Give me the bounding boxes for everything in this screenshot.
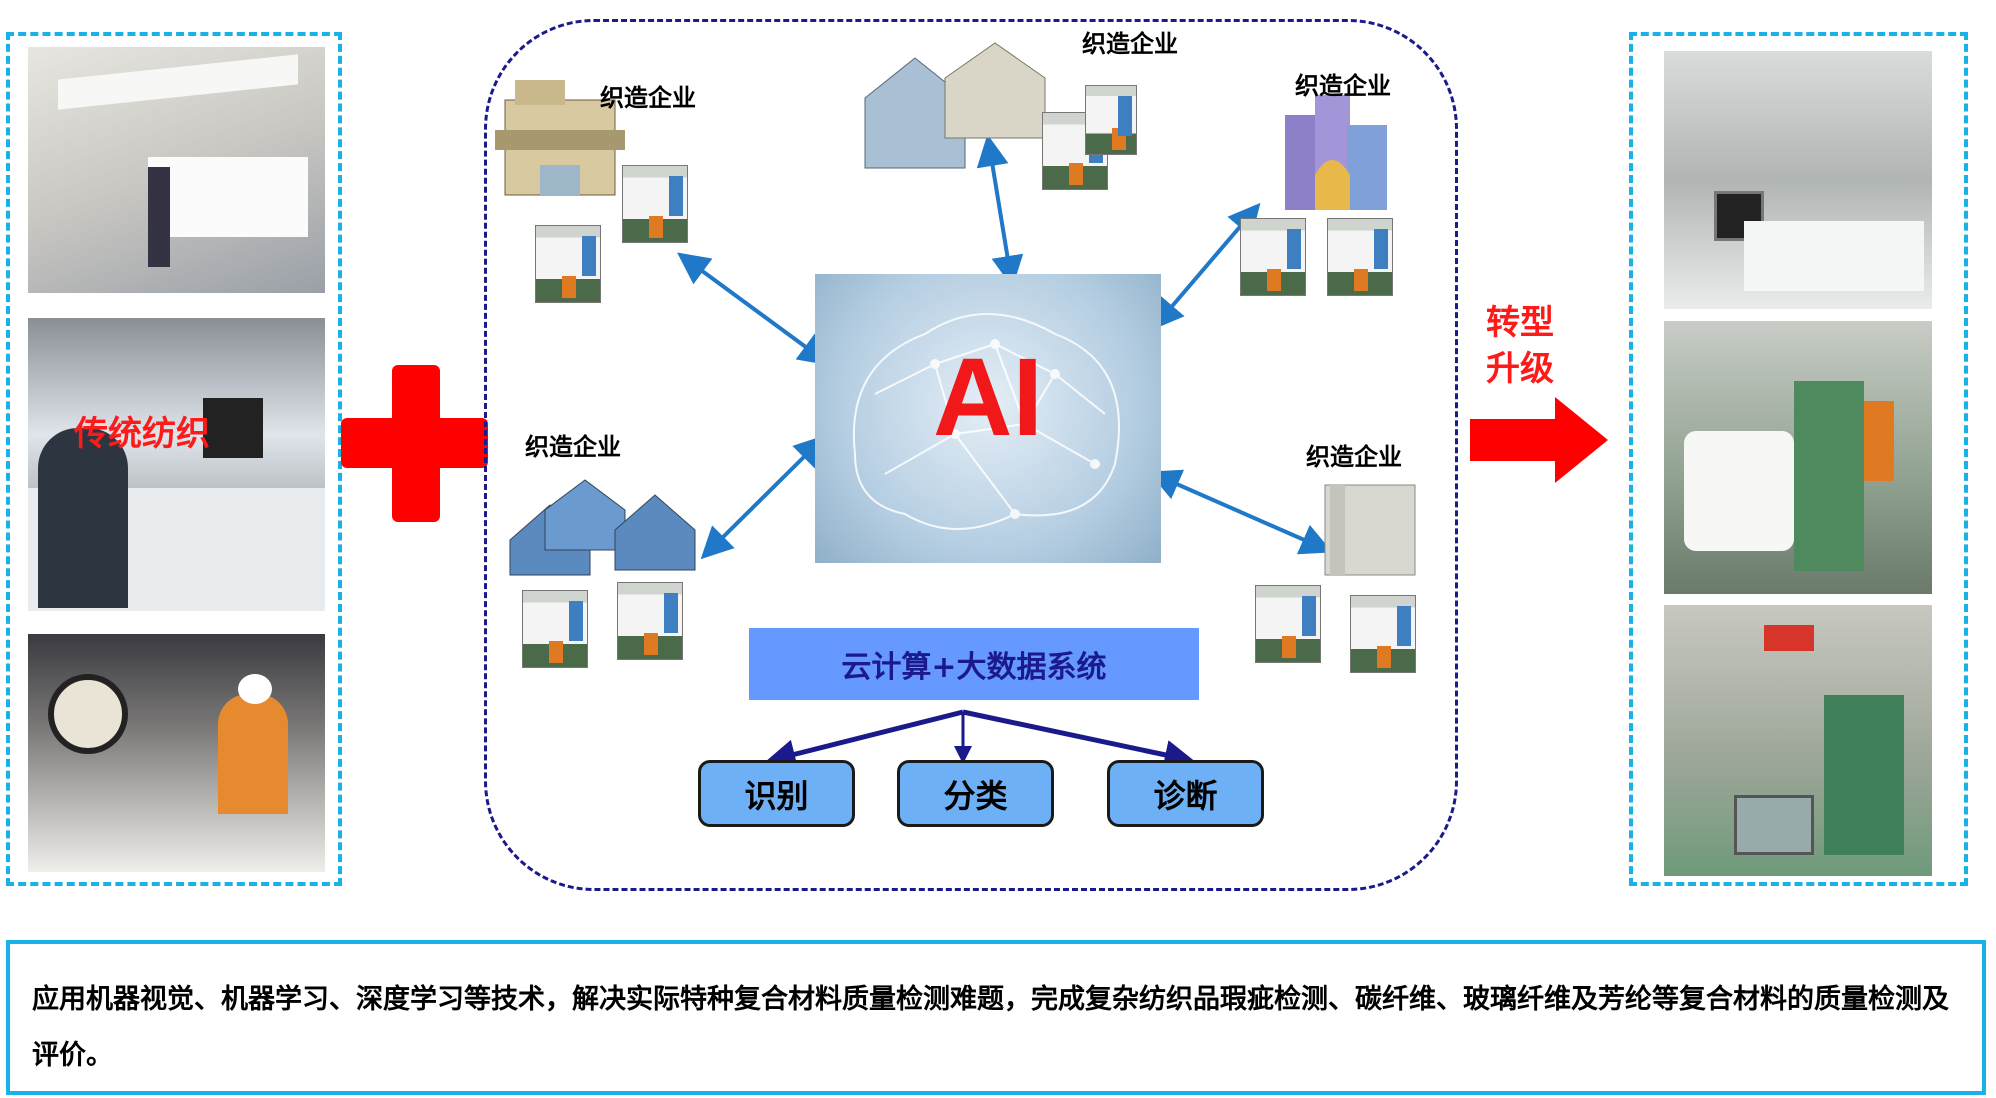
system-label: 云计算+大数据系统	[841, 650, 1107, 685]
houses-icon	[864, 42, 1046, 169]
houses-icon	[509, 479, 696, 576]
loom-machine-icon	[535, 225, 601, 303]
arrow-enterprise-3	[1151, 202, 1261, 331]
loom-machine-icon	[1255, 585, 1321, 663]
photo-worker-machine	[28, 318, 325, 611]
enterprise-label-1: 织造企业	[600, 84, 696, 112]
loom-machine-icon	[1240, 218, 1306, 296]
right-arrow-icon	[1470, 397, 1608, 483]
enterprise-label-5: 织造企业	[1306, 443, 1402, 471]
output-classify: 分类	[897, 760, 1054, 827]
upgraded-factory-panel	[1629, 32, 1968, 886]
loom-machine-icon	[1327, 218, 1393, 296]
enterprise-label-3: 织造企业	[1295, 72, 1391, 100]
arrow-enterprise-1	[677, 252, 831, 366]
office-building-icon	[1324, 484, 1416, 576]
transform-label-line2: 升级	[1486, 349, 1554, 389]
arrow-enterprise-2	[976, 134, 1024, 288]
traditional-textile-panel	[6, 32, 342, 886]
arrow-enterprise-4	[700, 434, 827, 560]
cloud-bigdata-system-box: 云计算+大数据系统	[749, 628, 1199, 700]
loom-machine-icon	[522, 590, 588, 668]
photo-smart-factory-1	[1664, 51, 1932, 309]
traditional-textile-label: 传统纺织	[74, 414, 210, 454]
enterprise-label-2: 织造企业	[1082, 30, 1178, 58]
output-identify: 识别	[698, 760, 855, 827]
enterprise-label-4: 织造企业	[525, 433, 621, 461]
photo-smart-factory-2	[1664, 321, 1932, 594]
transform-label: 转型 升级	[1486, 300, 1554, 392]
loom-machine-icon	[622, 165, 688, 243]
description-text: 应用机器视觉、机器学习、深度学习等技术，解决实际特种复合材料质量检测难题，完成复…	[32, 984, 1949, 1071]
ai-platform-region	[484, 19, 1458, 891]
loom-machine-icon	[1085, 85, 1137, 155]
ai-label: AI	[933, 336, 1043, 459]
loom-machine-icon	[617, 582, 683, 660]
loom-machine-icon	[1350, 595, 1416, 673]
transform-label-line1: 转型	[1486, 303, 1554, 343]
description-box: 应用机器视觉、机器学习、深度学习等技术，解决实际特种复合材料质量检测难题，完成复…	[6, 940, 1986, 1095]
photo-fabric-inspection	[28, 47, 325, 293]
arrow-enterprise-5	[1148, 469, 1333, 555]
photo-smart-factory-3	[1664, 605, 1932, 876]
building-icon	[495, 80, 625, 196]
office-towers-icon	[1285, 95, 1387, 210]
photo-weaving-worker	[28, 634, 325, 872]
ai-brain-image: AI	[815, 274, 1161, 563]
plus-icon	[341, 365, 488, 522]
output-diagnose: 诊断	[1107, 760, 1264, 827]
